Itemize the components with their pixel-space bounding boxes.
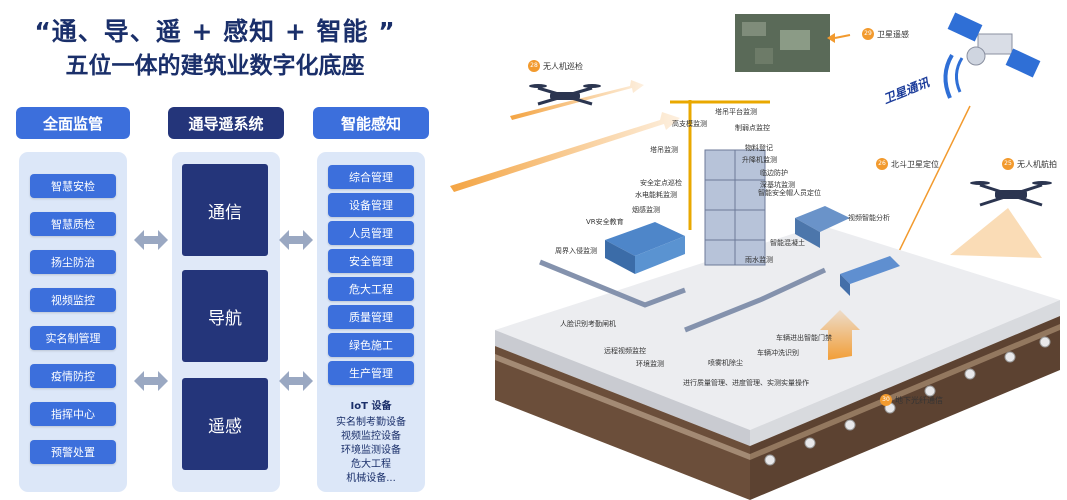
- site-label: 安全定点巡检: [640, 179, 682, 187]
- right-item: 质量管理: [328, 305, 414, 329]
- site-label: 塔吊监测: [650, 146, 678, 154]
- site-label: 烟感监测: [632, 206, 660, 214]
- right-item: 综合管理: [328, 165, 414, 189]
- site-label: 深基坑监测: [760, 181, 795, 189]
- site-label: 智能混凝土: [770, 239, 805, 247]
- satellite-icon: [947, 12, 1041, 78]
- iot-item: 机械设备...: [346, 473, 396, 484]
- right-item: 设备管理: [328, 193, 414, 217]
- left-item: 指挥中心: [30, 402, 116, 426]
- header-smart-sensing: 智能感知: [313, 107, 429, 139]
- site-label: 临边防护: [760, 169, 788, 177]
- left-item: 疫情防控: [30, 364, 116, 388]
- site-label: 高支模监测: [672, 120, 707, 128]
- site-label: VR安全教育: [586, 218, 624, 226]
- right-item: 生产管理: [328, 361, 414, 385]
- double-arrow-icon: [134, 371, 168, 391]
- site-label: 车辆冲洗识别: [757, 349, 799, 357]
- block-navigation: 导航: [182, 270, 268, 362]
- left-item: 扬尘防治: [30, 250, 116, 274]
- right-item: 危大工程: [328, 277, 414, 301]
- data-flow-arrow: [450, 112, 680, 192]
- iot-item: 视频监控设备: [341, 431, 401, 442]
- double-arrow-icon: [134, 230, 168, 250]
- title-line-2: 五位一体的建筑业数字化底座: [65, 53, 365, 79]
- drone-icon: [529, 84, 601, 106]
- site-label: 智能安全帽人员定位: [758, 189, 821, 197]
- left-item: 预警处置: [30, 440, 116, 464]
- site-label: 升降机监测: [742, 156, 777, 164]
- site-label: 人脸识别考勤闸机: [560, 320, 616, 328]
- iot-item: 实名制考勤设备: [336, 417, 406, 428]
- block-remote-sensing: 遥感: [182, 378, 268, 470]
- site-label: 远程视频监控: [604, 347, 646, 355]
- construction-site-illustration: [450, 12, 1060, 500]
- left-item: 实名制管理: [30, 326, 116, 350]
- site-label: 视频智能分析: [848, 214, 890, 222]
- site-label: 喷雾机除尘: [708, 359, 743, 367]
- site-label: 物料登记: [745, 144, 773, 152]
- iot-item: 危大工程: [351, 459, 391, 470]
- site-label: 塔吊平台监测: [715, 108, 757, 116]
- left-item: 智慧质检: [30, 212, 116, 236]
- title-line-1: “通、导、遥 + 感知 + 智能 ”: [34, 17, 396, 46]
- site-label: 制弱点监控: [735, 124, 770, 132]
- right-item: 绿色施工: [328, 333, 414, 357]
- right-item: 安全管理: [328, 249, 414, 273]
- double-arrow-icon: [279, 371, 313, 391]
- iot-title: IoT 设备: [350, 401, 392, 412]
- site-label: 雨水监测: [745, 256, 773, 264]
- header-full-supervision: 全面监管: [16, 107, 130, 139]
- iot-item: 环境监测设备: [341, 445, 401, 456]
- left-item: 视频监控: [30, 288, 116, 312]
- left-item: 智慧安检: [30, 174, 116, 198]
- site-label: 车辆进出智能门禁: [776, 334, 832, 342]
- right-item: 人员管理: [328, 221, 414, 245]
- site-label: 水电能耗监测: [635, 191, 677, 199]
- block-communication: 通信: [182, 164, 268, 256]
- double-arrow-icon: [279, 230, 313, 250]
- site-label: 进行质量管理、进度管理、实测实量操作: [683, 379, 809, 387]
- site-label: 周界入侵监测: [555, 247, 597, 255]
- drone-icon: [970, 181, 1052, 207]
- header-nav-system: 通导遥系统: [168, 107, 284, 139]
- site-label: 环境监测: [636, 360, 664, 368]
- left-panel: [19, 152, 127, 492]
